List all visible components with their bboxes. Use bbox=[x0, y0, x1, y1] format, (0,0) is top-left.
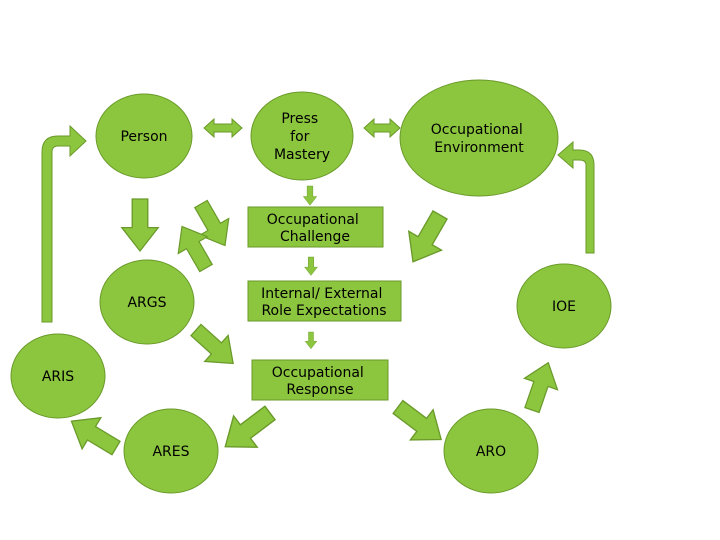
bent-arrow-ioe-to-environment bbox=[557, 140, 595, 254]
arrow-person-to-args bbox=[121, 198, 159, 252]
node-occupational-challenge: Occupational Challenge bbox=[247, 206, 384, 248]
node-environment-label: Occupational Environment bbox=[431, 122, 528, 156]
node-aris-label: ARIS bbox=[42, 369, 74, 385]
node-aris: ARIS bbox=[10, 333, 106, 419]
node-ioe-label: IOE bbox=[552, 299, 576, 315]
node-person: Person bbox=[95, 93, 193, 179]
node-ares-label: ARES bbox=[152, 444, 189, 460]
arrow-expectations-to-response bbox=[304, 331, 318, 350]
node-args-label: ARGS bbox=[127, 295, 166, 311]
double-arrow-press-environment bbox=[363, 117, 401, 139]
double-arrow-person-press bbox=[203, 117, 243, 139]
arrow-environment-to-challenge bbox=[395, 204, 458, 272]
node-challenge-label: Occupational Challenge bbox=[267, 212, 364, 245]
node-ioe: IOE bbox=[516, 263, 612, 349]
node-expectations-label: Internal/ External Role Expectations bbox=[261, 286, 387, 319]
arrow-challenge-to-expectations bbox=[304, 256, 318, 276]
node-args: ARGS bbox=[99, 259, 195, 345]
node-response-label: Occupational Response bbox=[272, 365, 369, 398]
arrow-press-to-challenge bbox=[303, 185, 317, 206]
arrow-response-to-aro bbox=[385, 391, 454, 456]
node-aro: ARO bbox=[443, 408, 539, 494]
arrow-aro-to-ioe bbox=[514, 356, 566, 417]
node-occupational-response: Occupational Response bbox=[251, 359, 389, 401]
node-role-expectations: Internal/ External Role Expectations bbox=[247, 280, 402, 322]
arrow-response-to-ares bbox=[212, 396, 283, 464]
bent-arrow-aris-to-person bbox=[41, 124, 87, 323]
node-press-label: Press for Mastery bbox=[274, 111, 330, 163]
node-person-label: Person bbox=[120, 129, 167, 145]
node-aro-label: ARO bbox=[476, 444, 506, 460]
node-ares: ARES bbox=[123, 408, 219, 494]
node-occupational-environment: Occupational Environment bbox=[399, 79, 559, 197]
arrow-args-to-response bbox=[183, 316, 246, 378]
node-press-for-mastery: Press for Mastery bbox=[250, 91, 354, 181]
